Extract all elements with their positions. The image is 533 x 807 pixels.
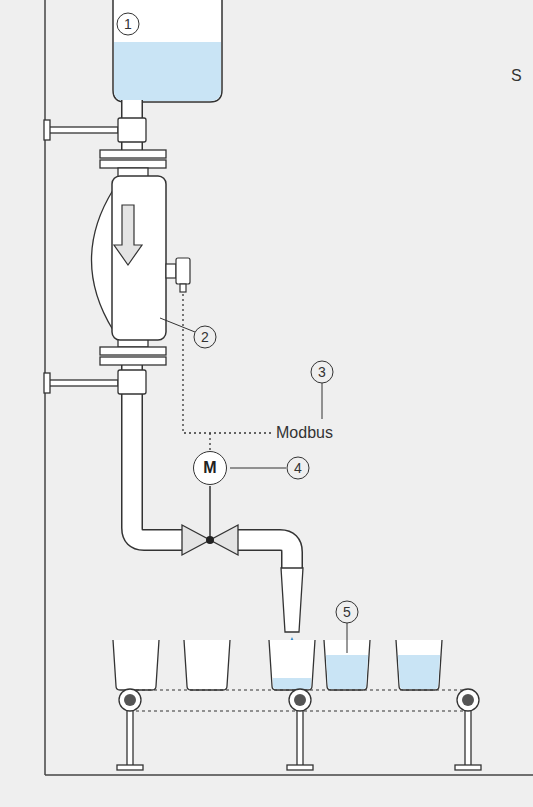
callout-circle [336, 601, 358, 623]
conveyor [117, 689, 481, 770]
callout-circle [287, 457, 309, 479]
callout-number: 1 [124, 17, 132, 31]
tank-liquid [114, 42, 221, 101]
callout-circle [194, 326, 216, 348]
valve [210, 525, 238, 555]
tank [113, 0, 222, 102]
leader-line [322, 383, 323, 419]
text-fragment: S [511, 68, 522, 84]
signal-wire [209, 433, 210, 451]
meter-display [92, 190, 114, 330]
motor-circle: M [193, 451, 227, 485]
callout-number: 5 [343, 605, 351, 619]
leader-line [160, 318, 195, 332]
valve [182, 525, 210, 555]
valve-stem [209, 486, 211, 540]
flow-arrow [114, 205, 142, 265]
transmitter [166, 258, 190, 292]
valve-pivot [206, 536, 214, 544]
signal-label: Modbus [276, 425, 333, 441]
callout-number: 4 [294, 461, 302, 475]
leader-line [230, 468, 286, 469]
floor-line [45, 774, 533, 776]
flow-meter-body [112, 176, 166, 340]
callout-number: 3 [318, 365, 326, 379]
motor-letter: M [203, 460, 216, 476]
cup [113, 640, 442, 690]
callout-number: 2 [201, 330, 209, 344]
nozzle [281, 568, 303, 632]
signal-wire [183, 294, 271, 433]
callout-circle [117, 13, 139, 35]
leader-line [347, 623, 348, 653]
cup-liquid [273, 655, 440, 689]
callout-circle [311, 361, 333, 383]
